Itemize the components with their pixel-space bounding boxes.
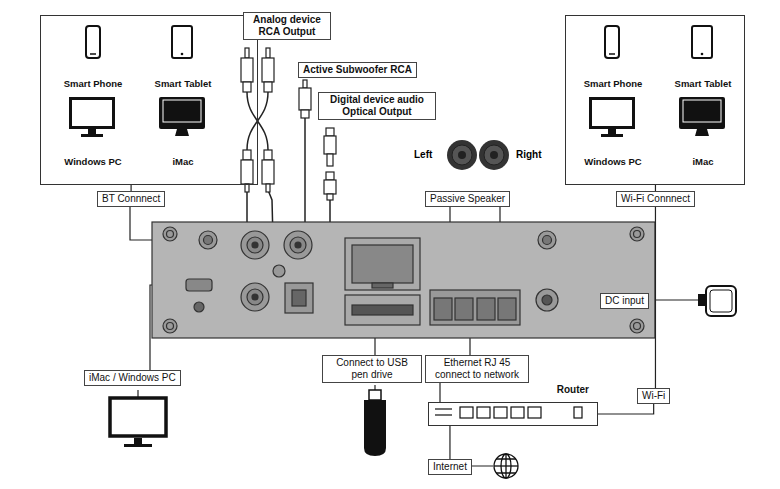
power-adapter (699, 286, 736, 316)
rear-panel (152, 222, 655, 338)
box-label: Internet (433, 461, 467, 473)
label-box: Connect to USB pen drive (322, 355, 422, 383)
connector (598, 404, 654, 414)
connector (655, 207, 656, 388)
device-label: Smart Phone (64, 78, 123, 89)
connector (449, 426, 450, 459)
device-icons (71, 26, 726, 137)
label-box: Ethernet RJ 45 connect to network (425, 355, 529, 383)
box-label: Wi-Fi (642, 390, 665, 402)
label-box: Digital device audio Optical Output (318, 92, 436, 120)
label-box: DC input (600, 293, 649, 309)
box-label: Connect to USB pen drive (327, 357, 417, 381)
device-label: Smart Tablet (675, 78, 732, 89)
box-label: Passive Speaker (430, 193, 505, 205)
label-box: Wi-Fi (637, 388, 670, 404)
label-box: Wi-Fi Connnect (616, 191, 695, 207)
device-label: Windows PC (64, 156, 121, 167)
label-box: Analog device RCA Output (243, 12, 331, 40)
router-label: Router (555, 384, 591, 396)
usb-pen-drive (364, 390, 386, 456)
label-box: Passive Speaker (425, 191, 510, 207)
leader-lines (130, 200, 700, 466)
label-box: BT Connnect (97, 191, 165, 207)
device-label: iMac (172, 156, 193, 167)
label-box: Active Subwoofer RCA (298, 62, 417, 78)
speaker-label: Left (413, 149, 433, 161)
box-label: iMac / Windows PC (89, 372, 176, 384)
label-box: iMac / Windows PC (84, 370, 181, 386)
box-label: Active Subwoofer RCA (303, 64, 412, 76)
box-label: DC input (605, 295, 644, 307)
device-label: Smart Tablet (155, 78, 212, 89)
box-label: Digital device audio Optical Output (323, 94, 431, 118)
router-box: Router (428, 402, 598, 426)
device-group-box: Smart Phone Smart TabletWindows PC iMac (40, 15, 258, 185)
box-label: Wi-Fi Connnect (621, 193, 690, 205)
speaker-label: Right (515, 149, 543, 161)
device-label: Smart Phone (584, 78, 643, 89)
label-box: Internet (428, 459, 472, 475)
box-label: Ethernet RJ 45 connect to network (430, 357, 524, 381)
device-label: iMac (692, 156, 713, 167)
box-label: BT Connnect (102, 193, 160, 205)
monitor (110, 398, 166, 447)
globe (494, 454, 518, 478)
device-label: Windows PC (584, 156, 641, 167)
connector (440, 383, 441, 402)
speakers (447, 140, 509, 170)
device-group-box: Smart Phone Smart TabletWindows PC iMac (565, 15, 745, 185)
box-label: Analog device RCA Output (248, 14, 326, 38)
router-ports (435, 407, 582, 418)
